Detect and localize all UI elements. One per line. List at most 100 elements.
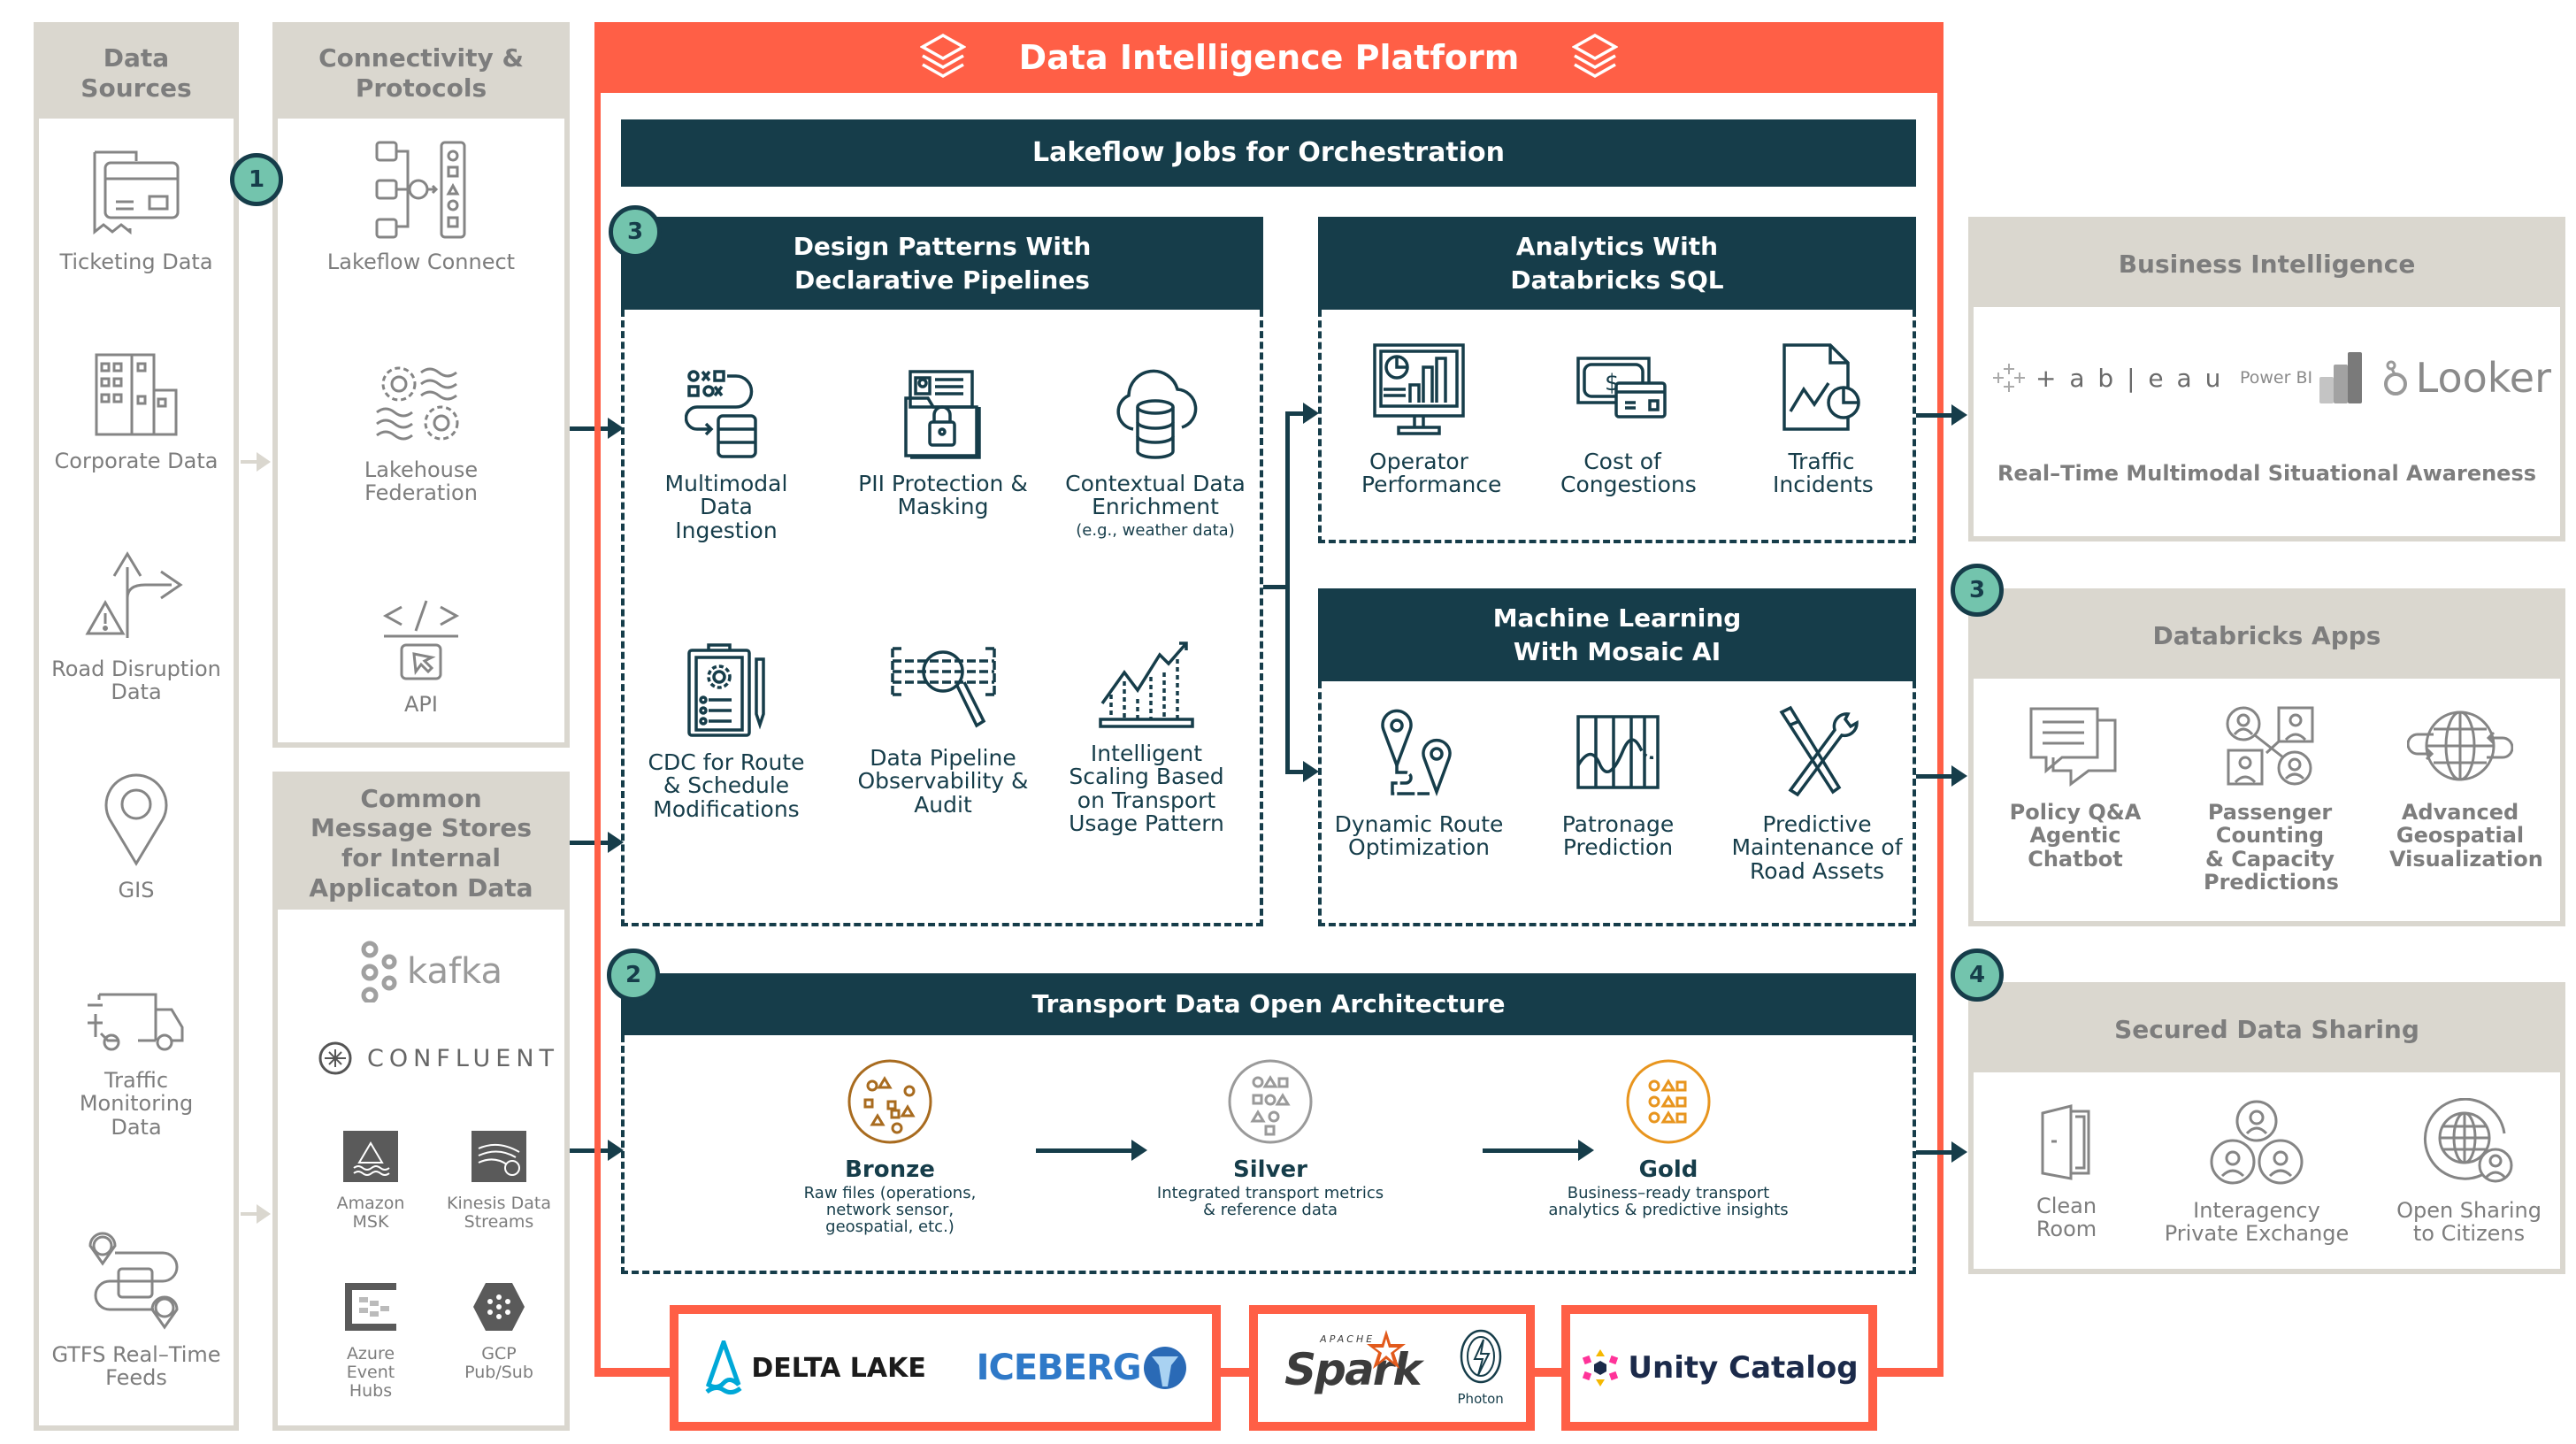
platform-frame-bottom-left: [594, 1368, 674, 1377]
code-cursor-icon: [382, 600, 460, 680]
service-gcp-pubsub: GCP Pub/Sub: [446, 1281, 552, 1382]
service-azure-event-hubs: Azure Event Hubs: [304, 1281, 437, 1401]
delta-lake-logo: DELTA LAKE: [703, 1340, 926, 1395]
databricks-apps-panel: Databricks Apps Policy Q&A Agentic Chatb…: [1968, 588, 2565, 926]
analytics-cost-of-congestions: $ Cost of Congestions: [1534, 349, 1711, 497]
arrow-to-ml: [1285, 761, 1319, 782]
ml-box: Dynamic Route Optimization Patronage Pre…: [1318, 681, 1916, 926]
arrow-to-business-intelligence: [1916, 404, 1967, 426]
power-bi-icon: [2319, 352, 2363, 403]
amazon-msk-icon: [343, 1131, 398, 1182]
platform-frame-link-1: [1219, 1368, 1251, 1377]
databricks-apps-title: Databricks Apps: [1974, 594, 2560, 679]
connectivity-lakehouse-federation: Lakehouse Federation: [278, 359, 564, 505]
connect-flow-icon: [375, 141, 466, 239]
message-stores-panel: Common Message Stores for Internal Appli…: [272, 772, 570, 1431]
connectivity-api: API: [278, 594, 564, 716]
ml-header: Machine Learning With Mosaic AI: [1318, 588, 1916, 681]
tier-silver: Silver Integrated transport metrics & re…: [1138, 1057, 1403, 1219]
clipboard-gear-icon: [687, 643, 765, 737]
arrow-messages-to-design-patterns: [570, 832, 624, 853]
connectivity-panel: Connectivity & Protocols Lakeflow Connec…: [272, 22, 570, 748]
storage-formats-box: DELTA LAKE ICEBERG: [670, 1305, 1221, 1431]
silver-semi-ordered-icon: [1228, 1059, 1313, 1144]
kafka-icon: [361, 941, 397, 1002]
platform-frame-bottom-right: [1875, 1368, 1944, 1377]
pattern-multimodal-ingestion: Multimodal Data Ingestion: [642, 367, 810, 542]
source-corporate-data: Corporate Data: [39, 350, 234, 472]
design-patterns-box: Multimodal Data Ingestion PII Protection…: [621, 310, 1263, 926]
app-policy-chatbot: Policy Q&A Agentic Chatbot: [1982, 704, 2168, 871]
tier-gold-desc: Business–ready transport analytics & pre…: [1548, 1184, 1789, 1220]
secured-sharing-panel: Secured Data Sharing Clean Room Interage…: [1968, 982, 2565, 1274]
arrow-to-secured-sharing: [1916, 1141, 1967, 1163]
iceberg-icon: [1143, 1347, 1186, 1389]
tableau-logo: + a b | e a u: [1991, 360, 2223, 396]
sharing-clean-room: Clean Room: [2000, 1102, 2133, 1241]
step-badge-3-apps: 3: [1951, 564, 2004, 617]
platform-frame-link-2: [1533, 1368, 1563, 1377]
ml-predictive-maintenance: Predictive Maintenance of Road Assets: [1729, 703, 1905, 883]
source-gtfs-realtime-feeds: GTFS Real–Time Feeds: [39, 1226, 234, 1390]
unity-catalog-logo: Unity Catalog: [1580, 1348, 1859, 1388]
step-badge-2: 2: [607, 949, 660, 1002]
orchestration-bar: Lakeflow Jobs for Orchestration: [621, 119, 1916, 187]
iceberg-logo: ICEBERG: [977, 1344, 1187, 1392]
confluent-icon: [318, 1041, 352, 1075]
tier-gold: Gold Business–ready transport analytics …: [1527, 1057, 1810, 1219]
source-ticketing-data: Ticketing Data: [39, 147, 234, 273]
money-card-icon: $: [1576, 357, 1667, 419]
platform-header: Data Intelligence Platform: [594, 22, 1944, 93]
bus-route-icon: [88, 1232, 179, 1330]
confluent-logo: CONFLUENT: [318, 1041, 559, 1076]
trend-chart-icon: [1099, 641, 1194, 728]
arrow-connectivity-to-platform: [570, 418, 624, 439]
source-gis: GIS: [39, 771, 234, 902]
pattern-pii-protection: PII Protection & Masking: [850, 367, 1036, 519]
platform-title: Data Intelligence Platform: [1018, 38, 1520, 77]
tier-silver-name: Silver: [1233, 1156, 1307, 1183]
azure-event-hubs-icon: [345, 1283, 396, 1331]
globe-person-icon: [2423, 1098, 2513, 1183]
source-traffic-monitoring-data: Traffic Monitoring Data: [39, 987, 234, 1139]
bi-caption: Real–Time Multimodal Situational Awarene…: [1997, 461, 2537, 486]
connector-arrow-sources-to-connectivity: [241, 452, 271, 472]
map-pin-icon: [104, 773, 168, 866]
analytics-operator-performance: Operator Performance: [1330, 341, 1507, 497]
business-intelligence-panel: Business Intelligence + a b | e a u Powe…: [1968, 217, 2565, 542]
ml-dynamic-route: Dynamic Route Optimization: [1330, 703, 1507, 860]
pattern-pipeline-observability: Data Pipeline Observability & Audit: [850, 641, 1036, 817]
photon-logo: Photon: [1458, 1329, 1504, 1407]
arrow-bronze-to-silver: [1036, 1140, 1147, 1161]
arrow-to-analytics: [1285, 403, 1319, 424]
secured-sharing-title: Secured Data Sharing: [1974, 987, 2560, 1072]
transport-header: Transport Data Open Architecture: [621, 973, 1916, 1035]
door-icon: [2041, 1104, 2090, 1180]
bi-tools-row: + a b | e a u Power BI Looker: [1991, 350, 2551, 405]
cloud-database-icon: [1116, 369, 1198, 459]
apache-spark-logo: APACHE Spark: [1280, 1328, 1422, 1408]
delta-lake-icon: [705, 1340, 742, 1395]
arrow-to-databricks-apps: [1916, 765, 1967, 787]
route-pins-icon: [1381, 709, 1452, 797]
connectivity-title: Connectivity & Protocols: [278, 27, 564, 119]
step-badge-3-design: 3: [609, 205, 662, 258]
arrow-messages-to-transport: [570, 1140, 624, 1161]
pattern-contextual-enrichment: Contextual Data Enrichment (e.g., weathe…: [1058, 367, 1253, 539]
monitor-chart-icon: [1373, 343, 1465, 435]
wave-grid-icon: [1576, 715, 1660, 789]
connectivity-lakeflow-connect: Lakeflow Connect: [278, 138, 564, 273]
people-grid-icon: [2226, 706, 2313, 786]
analytics-traffic-incidents: Traffic Incidents: [1737, 341, 1905, 497]
service-kinesis: Kinesis Data Streams: [437, 1131, 561, 1232]
photon-icon: [1460, 1329, 1501, 1384]
business-intelligence-title: Business Intelligence: [1974, 222, 2560, 307]
pattern-cdc-route-schedule: CDC for Route & Schedule Modifications: [642, 641, 810, 821]
analytics-box: Operator Performance $ Cost of Congestio…: [1318, 310, 1916, 543]
tier-bronze: Bronze Raw files (operations, network se…: [757, 1057, 1023, 1236]
tier-bronze-name: Bronze: [845, 1156, 935, 1183]
tier-silver-desc: Integrated transport metrics & reference…: [1156, 1184, 1384, 1220]
source-road-disruption-data: Road Disruption Data: [39, 549, 234, 704]
tools-icon: [1779, 705, 1859, 797]
tier-bronze-desc: Raw files (operations, network sensor, g…: [803, 1184, 977, 1237]
